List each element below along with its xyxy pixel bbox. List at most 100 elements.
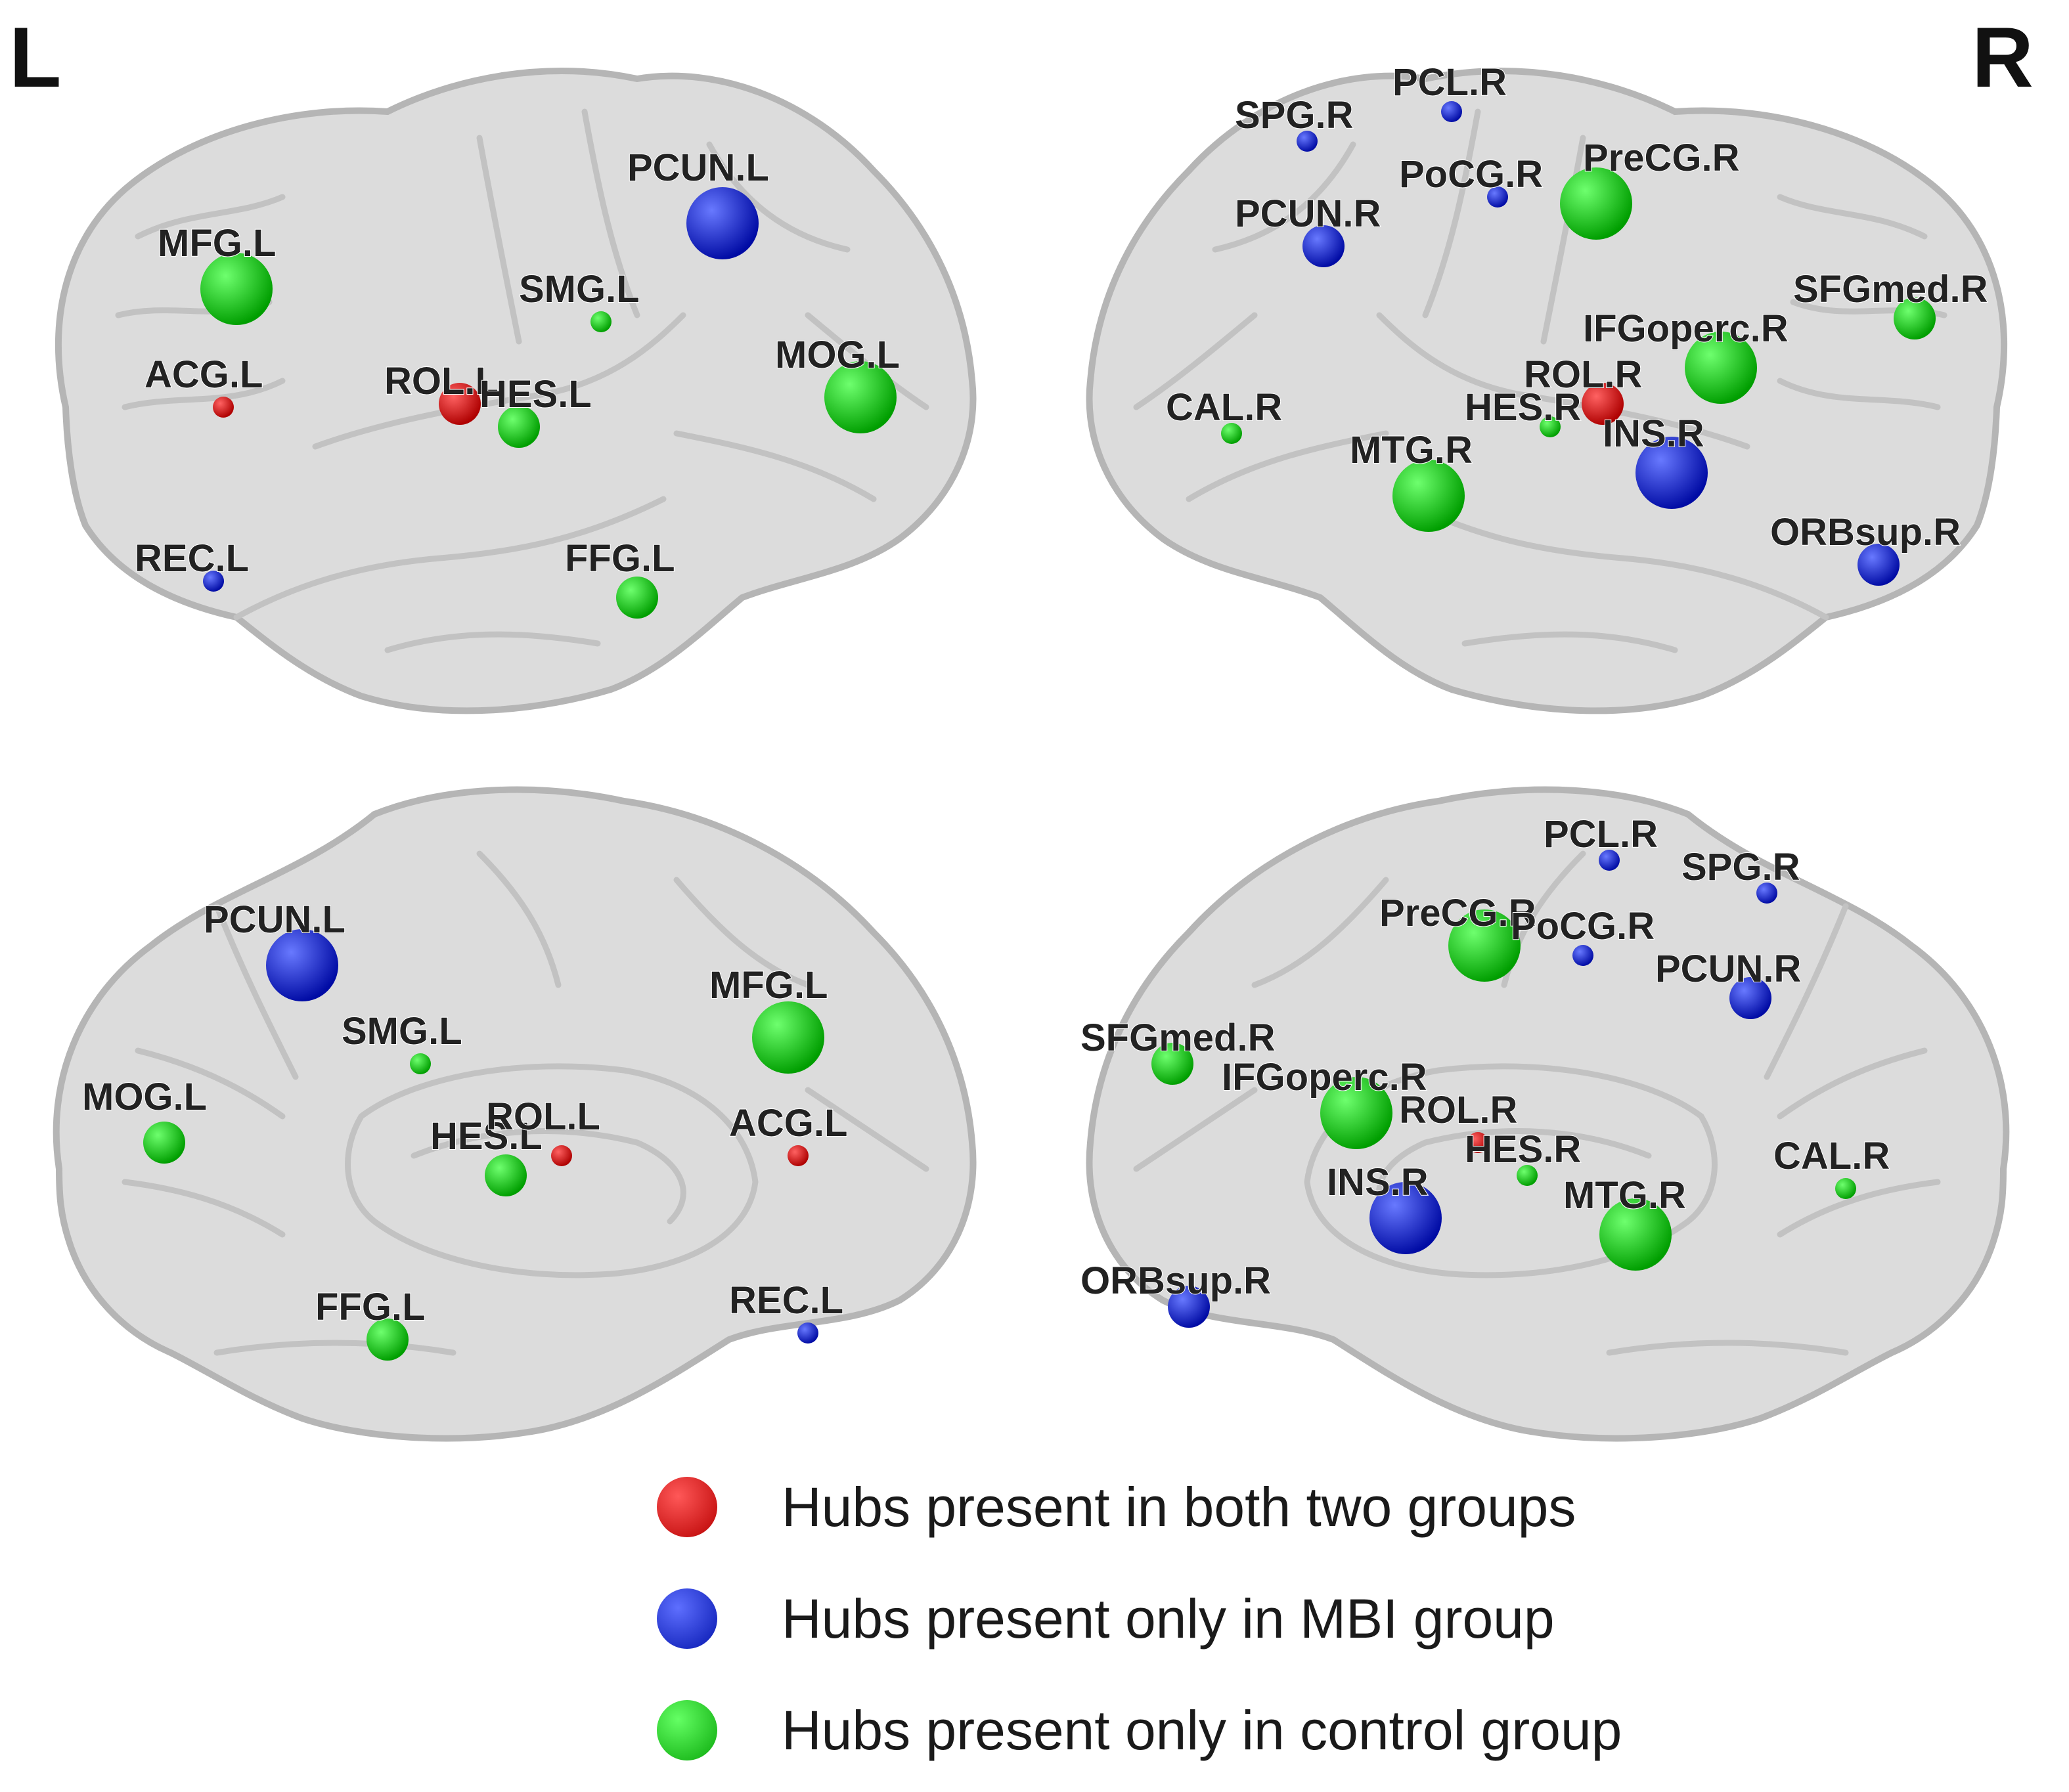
hub-node-ifgoperc-r: IFGoperc.R [1582, 307, 1789, 404]
hub-marker [200, 253, 273, 325]
hub-node-smg-l: SMG.L [518, 267, 640, 332]
hub-marker [1369, 1182, 1442, 1254]
hub-marker [1302, 225, 1345, 267]
hub-node-mfg-l: MFG.L [157, 221, 277, 325]
hub-label: INS.R [1327, 1161, 1429, 1204]
hub-node-acg-l: ACG.L [728, 1101, 848, 1166]
hub-label: PCUN.L [204, 898, 345, 941]
hub-marker [616, 577, 658, 619]
hub-node-pcl-r: PCL.R [1543, 812, 1658, 871]
hub-marker [203, 571, 224, 592]
hub-marker [1392, 460, 1465, 532]
hub-label: ROL.R [1399, 1089, 1517, 1131]
hub-marker [1560, 167, 1632, 240]
legend-marker [657, 1477, 717, 1537]
hub-marker [1320, 1077, 1392, 1149]
legend-item-control-only: Hubs present only in control group [657, 1694, 1622, 1766]
hub-marker [439, 383, 481, 425]
hub-marker [1572, 945, 1593, 966]
hub-node-sfgmed-r: SFGmed.R [1792, 267, 1989, 339]
hub-marker [1221, 423, 1242, 444]
hub-label: ROL.L [486, 1095, 600, 1138]
hub-marker [1599, 850, 1620, 871]
hub-label: ROL.R [1524, 353, 1642, 396]
hub-node-orbsup-r: ORBsup.R [1080, 1259, 1272, 1328]
hub-node-pcun-l: PCUN.L [203, 898, 346, 1001]
hub-node-ffg-l: FFG.L [315, 1285, 426, 1361]
hub-marker [1835, 1178, 1856, 1199]
hub-node-mog-l: MOG.L [774, 333, 901, 433]
hub-node-pocg-r: PoCG.R [1510, 904, 1655, 966]
hub-marker [1168, 1286, 1210, 1328]
legend-text: Hubs present only in control group [782, 1699, 1622, 1761]
legend-marker [657, 1588, 717, 1649]
hub-node-mtg-r: MTG.R [1349, 428, 1473, 532]
hub-node-orbsup-r: ORBsup.R [1769, 510, 1961, 586]
legend-marker [657, 1700, 717, 1760]
hub-label: ORBsup.R [1770, 511, 1961, 554]
hub-marker [1894, 297, 1936, 339]
hub-marker [1582, 383, 1624, 425]
hub-label: ROL.L [384, 360, 499, 403]
hub-marker [797, 1322, 818, 1344]
hub-marker [410, 1053, 431, 1074]
hub-node-pcun-l: PCUN.L [627, 146, 770, 259]
left-hemisphere-label: L [9, 9, 62, 105]
hub-node-rol-r: ROL.R [1523, 353, 1643, 425]
hub-marker [1756, 883, 1777, 904]
hub-marker [590, 311, 612, 332]
hub-node-hes-r: HES.R [1464, 1127, 1582, 1186]
hub-label: SPG.R [1235, 94, 1354, 137]
brain-left-lateral: MFG.LACG.LREC.LROL.LHES.LSMG.LPCUN.LMOG.… [55, 68, 977, 714]
hub-label: ACG.L [729, 1102, 847, 1145]
hub-label: SMG.L [519, 268, 640, 311]
hub-node-sfgmed-r: SFGmed.R [1080, 1016, 1276, 1085]
hub-marker [1540, 416, 1561, 437]
hub-label: PCUN.L [627, 146, 769, 189]
right-hemisphere-label: R [1972, 9, 2034, 105]
hub-label: ORBsup.R [1080, 1259, 1271, 1302]
hub-label: HES.R [1465, 386, 1581, 429]
hub-label: MOG.L [775, 334, 900, 376]
hub-marker [213, 397, 234, 418]
hub-label: IFGoperc.R [1222, 1056, 1427, 1099]
hub-node-hes-r: HES.R [1464, 385, 1582, 437]
hub-marker [1448, 909, 1521, 982]
hub-marker [1635, 437, 1708, 509]
hub-label: FFG.L [315, 1286, 426, 1328]
hub-node-pcun-r: PCUN.R [1655, 947, 1802, 1019]
hub-label: MTG.R [1563, 1174, 1686, 1217]
hub-label: CAL.R [1166, 386, 1282, 429]
hub-label: FFG.L [565, 537, 675, 580]
hub-marker [1487, 186, 1508, 208]
hub-marker [788, 1145, 809, 1166]
hub-marker [1858, 544, 1900, 586]
hub-node-pcun-r: PCUN.R [1234, 192, 1381, 267]
hub-node-spg-r: SPG.R [1234, 93, 1354, 152]
hub-node-cal-r: CAL.R [1165, 385, 1283, 444]
hub-label: SFGmed.R [1080, 1016, 1276, 1059]
hub-node-rec-l: REC.L [728, 1278, 844, 1344]
hub-node-pocg-r: PoCG.R [1398, 152, 1544, 208]
hub-label: PCL.R [1392, 61, 1507, 104]
hub-marker [686, 187, 759, 259]
hub-node-ins-r: INS.R [1326, 1160, 1442, 1254]
hub-label: MFG.L [158, 222, 276, 265]
hub-label: PCL.R [1544, 813, 1658, 856]
hub-marker [1685, 332, 1757, 404]
hub-node-mtg-r: MTG.R [1563, 1173, 1687, 1271]
hub-node-rol-l: ROL.L [485, 1095, 601, 1166]
hub-label: REC.L [135, 537, 249, 580]
brain-outline [1086, 786, 2010, 1442]
hub-label: PreCG.R [1379, 892, 1536, 934]
hub-node-rol-r: ROL.R [1398, 1088, 1518, 1153]
hub-label: PoCG.R [1399, 153, 1543, 196]
hub-node-spg-r: SPG.R [1681, 845, 1801, 904]
